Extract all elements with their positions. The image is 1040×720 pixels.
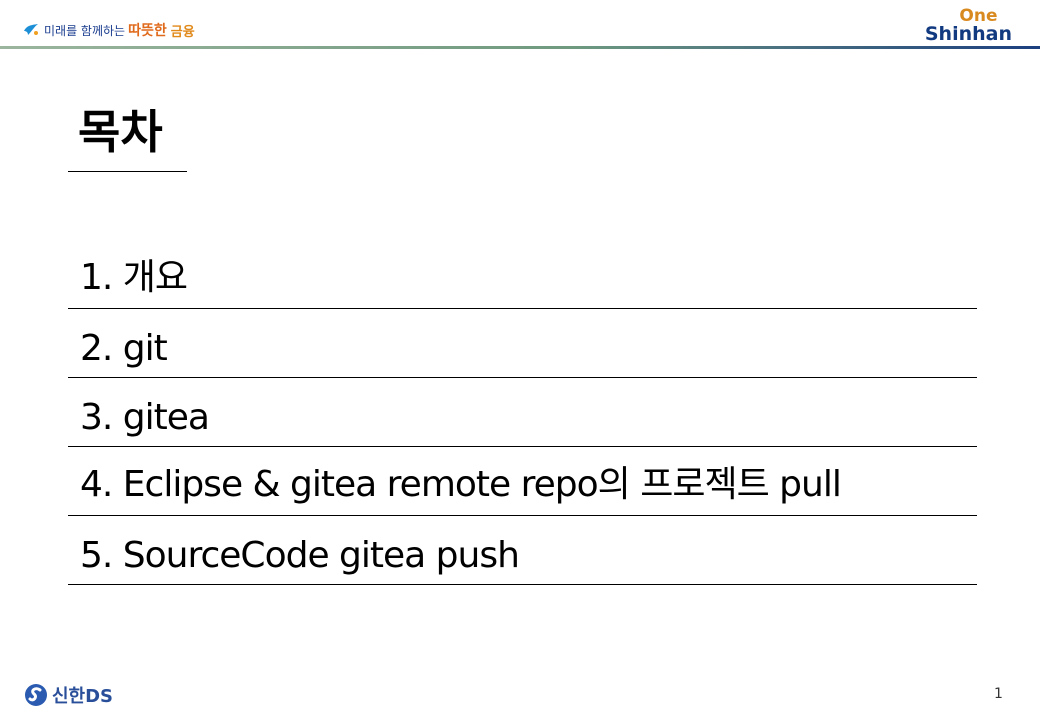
toc-item-label: 2. git — [80, 328, 168, 369]
table-of-contents: 1. 개요 2. git 3. gitea 4. Eclipse & gitea… — [68, 240, 977, 585]
shinhan-ds-logo: 신한DS — [24, 682, 113, 708]
toc-item: 3. gitea — [68, 378, 977, 447]
toc-item: 2. git — [68, 309, 977, 378]
brand-one: One — [959, 6, 998, 26]
header-divider — [0, 46, 1040, 49]
slide-header: 미래를 함께하는 따뜻한 금융 One Shinhan — [0, 0, 1040, 50]
slogan: 미래를 함께하는 따뜻한 금융 — [22, 20, 195, 40]
one-shinhan-logo: One Shinhan — [925, 8, 1012, 44]
page-title: 목차 — [78, 105, 163, 159]
title-underline — [68, 171, 187, 172]
slogan-text: 미래를 함께하는 — [44, 23, 126, 38]
toc-item: 4. Eclipse & gitea remote repo의 프로젝트 pul… — [68, 447, 977, 516]
toc-item-label: 5. SourceCode gitea push — [80, 535, 520, 576]
page-number: 1 — [994, 686, 1003, 702]
shinhan-s-icon — [25, 684, 47, 706]
toc-item-label: 3. gitea — [80, 397, 210, 438]
brand-shinhan: Shinhan — [924, 23, 1012, 45]
slogan-accent-2: 금융 — [170, 24, 195, 40]
toc-item-label: 1. 개요 — [80, 257, 188, 298]
slogan-accent: 따뜻한 — [128, 23, 167, 39]
toc-item: 5. SourceCode gitea push — [68, 516, 977, 585]
bird-logo-icon — [24, 24, 38, 35]
toc-item-label: 4. Eclipse & gitea remote repo의 프로젝트 pul… — [80, 464, 842, 505]
toc-item: 1. 개요 — [68, 240, 977, 309]
footer-logo-text: 신한DS — [52, 686, 114, 707]
